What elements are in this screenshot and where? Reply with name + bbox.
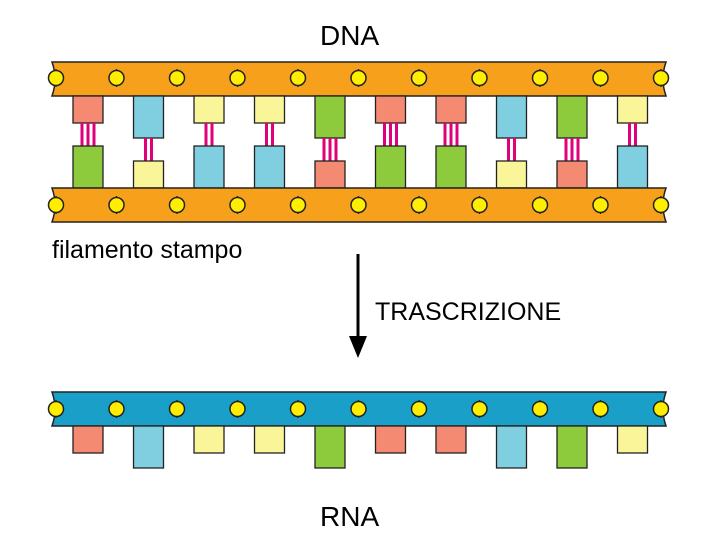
rna-strand [47,391,670,469]
dna-top-base-yellow [616,95,649,124]
phosphate-icon [471,400,488,418]
rna-base-yellow [616,425,649,454]
phosphate-icon [108,196,125,214]
dna-top-base-red [374,95,407,124]
phosphate-icon [108,400,125,418]
rna-base-yellow [193,425,225,454]
dna-title: DNA [320,20,380,51]
phosphate-icon [168,196,186,214]
arrow-down-icon [349,336,367,358]
dna-template-base-green [374,145,407,189]
phosphate-icon [350,400,367,418]
dna-coding-strand [47,61,670,161]
dna-template-base-blue [253,145,286,189]
rna-base-red [435,425,467,454]
phosphate-icon [350,69,367,87]
phosphate-icon [531,196,549,214]
template-strand-label: filamento stampo [52,236,243,264]
dna-template-base-yellow [132,160,165,189]
rna-base-green [314,425,346,469]
phosphate-icon [410,69,428,87]
dna-top-base-green [556,95,588,139]
phosphate-icon [168,69,186,87]
phosphate-icon [289,196,307,214]
phosphate-icon [47,196,65,214]
phosphate-icon [47,400,65,418]
phosphate-icon [471,196,488,214]
dna-top-base-yellow [193,95,225,124]
rna-base-green [556,425,588,469]
dna-template-strand [47,145,670,223]
phosphate-icon [531,69,549,87]
rna-base-red [72,425,104,454]
dna-top-base-yellow [253,95,286,124]
dna-top-base-green [314,95,346,139]
rna-base-red [374,425,407,454]
rna-base-blue [495,425,528,469]
rna-base-blue [132,425,165,469]
dna-template-base-red [314,160,346,189]
phosphate-icon [531,400,549,418]
phosphate-icon [592,400,609,418]
dna-top-base-red [435,95,467,124]
dna-template-base-red [556,160,588,189]
phosphate-icon [168,400,186,418]
phosphate-icon [229,69,246,87]
phosphate-icon [229,196,246,214]
phosphate-icon [652,400,670,418]
phosphate-icon [410,196,428,214]
dna-top-base-red [72,95,104,124]
phosphate-icon [652,196,670,214]
phosphate-icon [229,400,246,418]
phosphate-icon [350,196,367,214]
phosphate-icon [289,400,307,418]
dna-template-base-yellow [495,160,528,189]
phosphate-icon [652,69,670,87]
dna-template-base-green [72,145,104,189]
transcription-label: TRASCRIZIONE [375,298,562,326]
rna-title: RNA [320,501,380,532]
phosphate-icon [471,69,488,87]
phosphate-icon [410,400,428,418]
phosphate-icon [108,69,125,87]
dna-template-base-blue [616,145,649,189]
dna-template-base-green [435,145,467,189]
phosphate-icon [592,69,609,87]
phosphate-icon [592,196,609,214]
dna-top-base-blue [132,95,165,139]
transcription-arrow [349,254,367,358]
phosphate-icon [289,69,307,87]
phosphate-icon [47,69,65,87]
rna-base-yellow [253,425,286,454]
dna-top-base-blue [495,95,528,139]
dna-template-base-blue [193,145,225,189]
